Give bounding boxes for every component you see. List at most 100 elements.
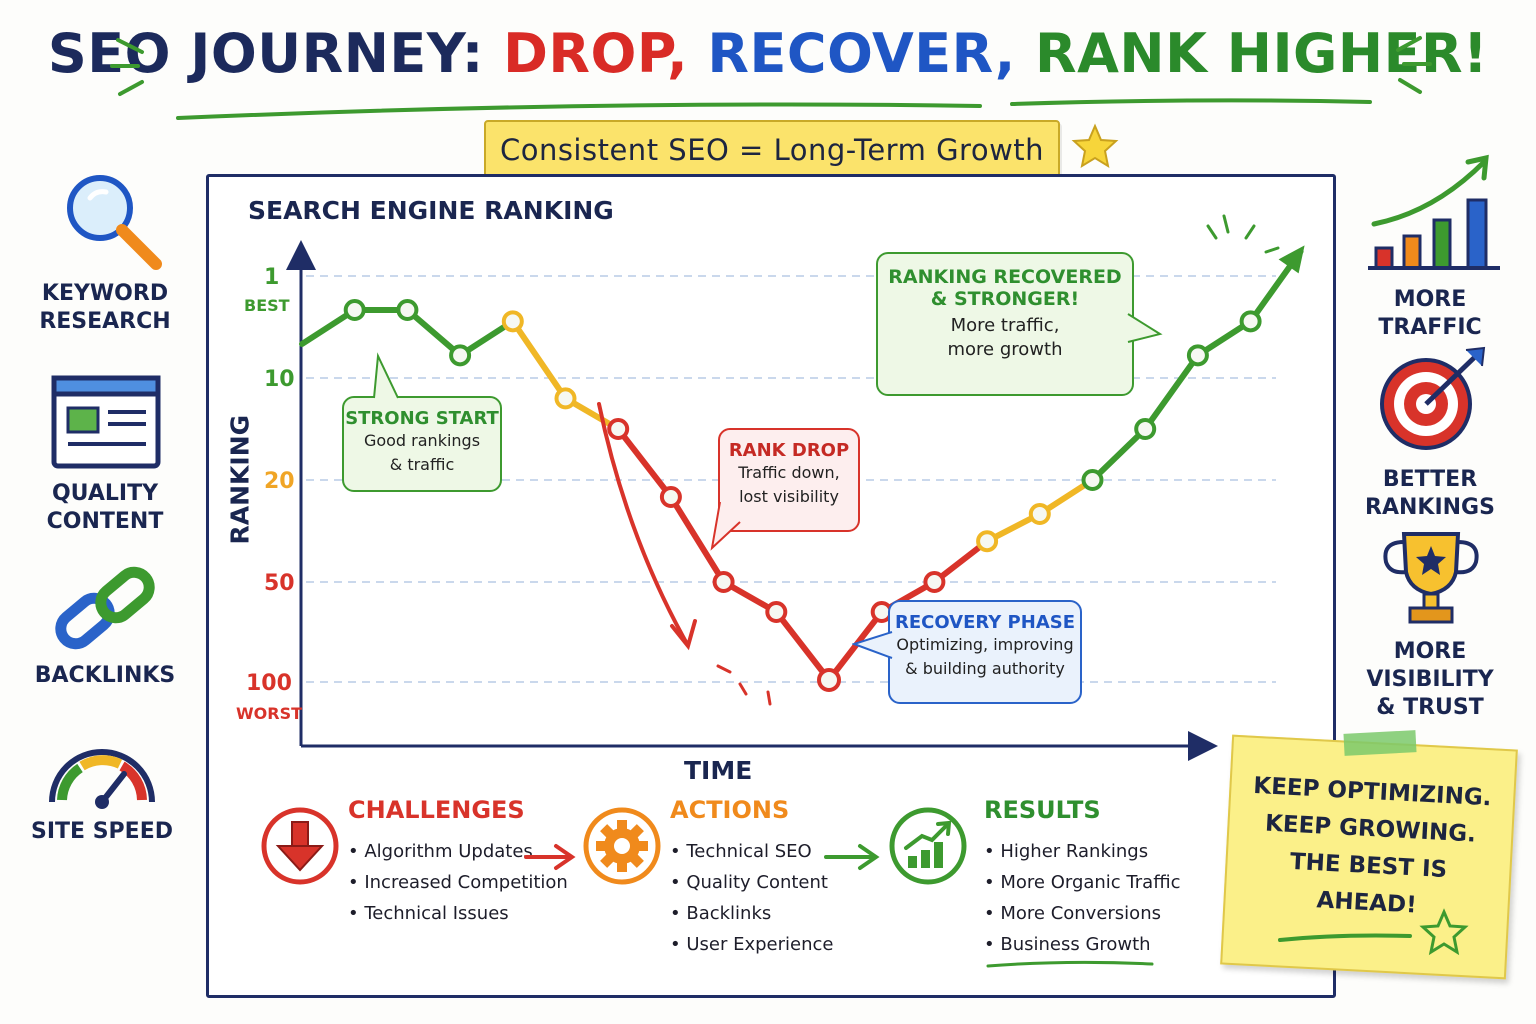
sidebar-item-more-traffic: MORE TRAFFIC xyxy=(1340,286,1520,342)
trophy-icon xyxy=(1383,532,1479,624)
impact-marks xyxy=(716,664,772,706)
callout-strong-start-line1: Good rankings xyxy=(363,431,481,450)
arrow-right-icon xyxy=(824,844,880,870)
label-line-1: MORE TRAFFIC xyxy=(1378,287,1482,340)
series-segment xyxy=(1089,426,1149,483)
data-point xyxy=(923,571,946,593)
series-segment xyxy=(615,426,674,500)
callout-recovered-line1: More traffic, xyxy=(950,315,1060,336)
data-point xyxy=(449,344,472,367)
list-item: Technical SEO xyxy=(670,836,833,867)
sidebar-item-keyword-research: KEYWORD RESEARCH xyxy=(28,280,182,336)
data-point xyxy=(396,299,419,321)
y-worst-label: WORST xyxy=(236,704,303,723)
callout-recovery-line2: & building authority xyxy=(905,659,1065,678)
burst-marks xyxy=(1206,214,1280,254)
title-sparks-right xyxy=(1396,36,1432,94)
series-segment xyxy=(404,307,464,359)
results-underline xyxy=(986,960,1154,968)
challenges-title: CHALLENGES xyxy=(348,796,525,824)
callout-strong-start-title: STRONG START xyxy=(345,408,499,429)
label-line-1: MORE VISIBILITY xyxy=(1366,639,1494,692)
chart-title: SEARCH ENGINE RANKING xyxy=(248,196,614,225)
y-tick-label: 100 xyxy=(246,671,292,696)
results-title: RESULTS xyxy=(984,796,1101,824)
gear-icon xyxy=(583,807,661,885)
list-item: Algorithm Updates xyxy=(348,836,568,867)
callout-recovered-title-line1: RANKING RECOVERED xyxy=(888,266,1122,288)
sidebar-item-backlinks: BACKLINKS xyxy=(28,662,182,690)
actions-list: Technical SEO Quality Content Backlinks … xyxy=(670,836,833,960)
x-axis-title: TIME xyxy=(684,756,753,785)
callout-strong-start-tail xyxy=(373,352,399,399)
y-tick-label: 20 xyxy=(264,469,295,494)
series-segment xyxy=(773,609,832,683)
sticky-underline xyxy=(1278,933,1412,942)
label-line-2: & TRUST xyxy=(1376,695,1484,720)
data-point xyxy=(343,299,366,321)
callout-recovery: RECOVERY PHASE Optimizing, improving & b… xyxy=(888,600,1082,704)
callout-strong-start: STRONG START Good rankings & traffic xyxy=(342,396,502,492)
web-page-icon xyxy=(51,375,161,469)
series-arrowhead xyxy=(1278,245,1305,274)
label-line-1: BETTER RANKINGS xyxy=(1365,467,1495,520)
actions-title: ACTIONS xyxy=(670,796,790,824)
data-point xyxy=(659,486,682,508)
drop-arrowhead xyxy=(670,619,697,651)
callout-strong-start-line2: & traffic xyxy=(389,455,455,474)
y-axis-title: RANKING xyxy=(225,414,255,545)
label-line-2: CONTENT xyxy=(46,509,164,534)
title-underline-left xyxy=(176,102,982,120)
list-item: Higher Rankings xyxy=(984,836,1181,867)
list-item: User Experience xyxy=(670,929,833,960)
star-icon xyxy=(1419,908,1469,956)
sticky-decorations xyxy=(1278,908,1469,956)
callout-rank-drop-tail xyxy=(710,501,741,551)
ranking-points xyxy=(343,299,1262,692)
data-point xyxy=(765,601,788,623)
target-icon xyxy=(1380,346,1486,450)
data-point xyxy=(607,418,630,440)
title-underline-right xyxy=(1010,98,1372,106)
arrow-right-icon xyxy=(524,844,576,870)
title-part-recover: RECOVER, xyxy=(688,22,1016,85)
callout-recovery-title: RECOVERY PHASE xyxy=(894,612,1076,633)
data-point xyxy=(712,571,735,593)
star-icon xyxy=(1071,123,1119,169)
label-line-2: RESEARCH xyxy=(39,309,171,334)
callout-rank-drop-line2: lost visibility xyxy=(739,487,839,506)
growth-chart-circle-icon xyxy=(889,807,967,885)
callout-recovered-tail xyxy=(1127,313,1163,343)
label-line-1: KEYWORD xyxy=(41,281,169,306)
page-title: SEO JOURNEY: DROP, RECOVER, RANK HIGHER! xyxy=(0,22,1536,85)
series-segment xyxy=(667,494,727,585)
results-list: Higher Rankings More Organic Traffic Mor… xyxy=(984,836,1181,960)
subtitle-banner: Consistent SEO = Long-Term Growth xyxy=(484,120,1060,180)
callout-recovery-line1: Optimizing, improving xyxy=(896,635,1074,654)
sidebar-item-quality-content: QUALITY CONTENT xyxy=(28,480,182,536)
list-item: Quality Content xyxy=(670,867,833,898)
bar-growth-icon xyxy=(1368,154,1500,270)
list-item: Technical Issues xyxy=(348,898,568,929)
tape-strip xyxy=(1343,730,1417,756)
data-point xyxy=(976,530,999,553)
speedometer-icon xyxy=(49,749,155,809)
callout-rank-drop-line1: Traffic down, xyxy=(738,463,840,482)
magnifier-icon xyxy=(67,175,162,270)
title-decorations xyxy=(110,36,1432,169)
list-item: More Conversions xyxy=(984,898,1181,929)
title-sparks-left xyxy=(110,38,144,96)
data-point xyxy=(1028,503,1051,525)
y-best-label: BEST xyxy=(244,296,290,315)
sidebar-item-site-speed: SITE SPEED xyxy=(22,818,182,846)
series-segment xyxy=(509,318,569,402)
list-item: More Organic Traffic xyxy=(984,867,1180,898)
callout-recovered-line2: more growth xyxy=(947,339,1063,360)
label-line-1: BACKLINKS xyxy=(34,663,176,688)
list-item: Backlinks xyxy=(670,898,833,929)
chain-link-icon xyxy=(55,566,155,650)
title-part-rank-higher: RANK HIGHER! xyxy=(1015,22,1489,85)
callout-rank-drop: RANK DROP Traffic down, lost visibility xyxy=(718,428,860,532)
list-item: Business Growth xyxy=(984,929,1181,960)
subtitle-text: Consistent SEO = Long-Term Growth xyxy=(499,133,1045,167)
